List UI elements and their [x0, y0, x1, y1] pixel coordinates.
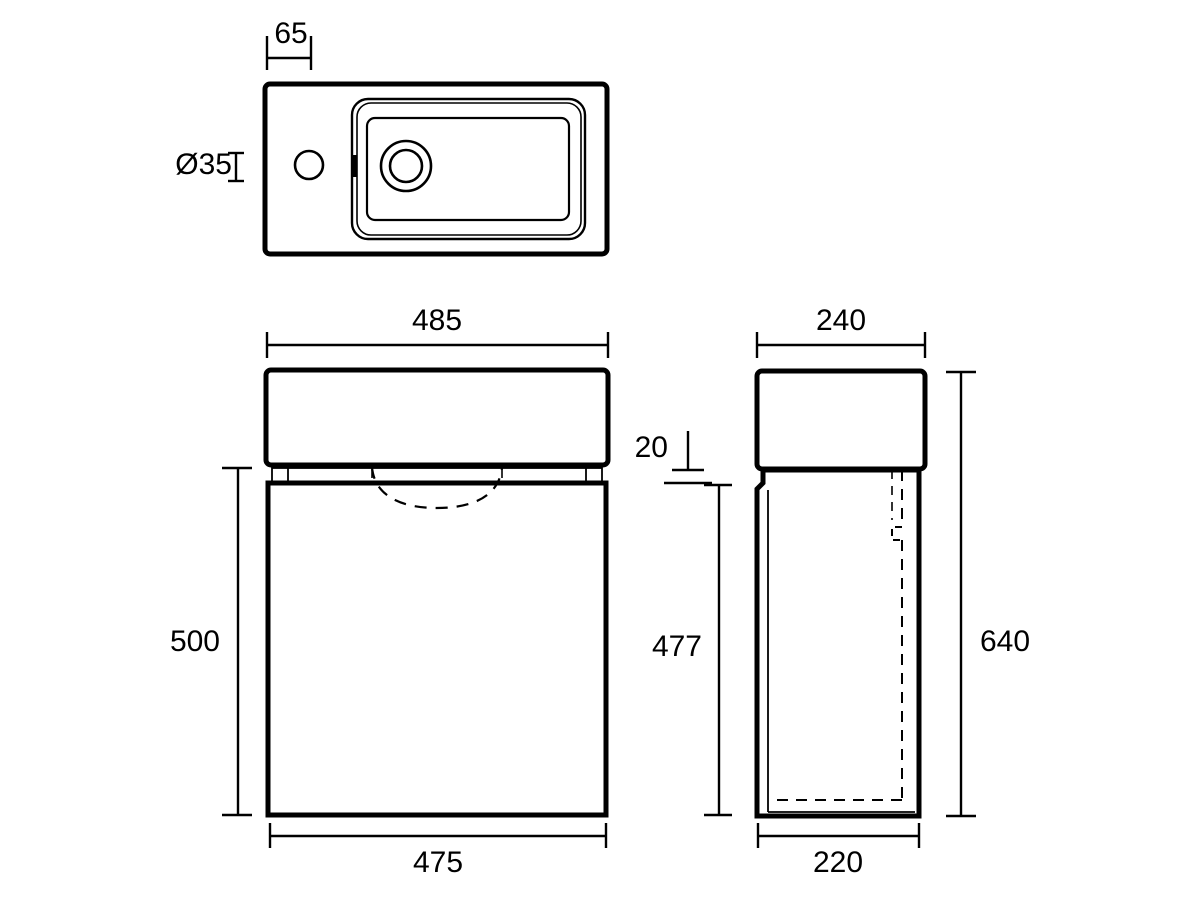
dim-diameter-35-label: Ø35: [175, 148, 232, 181]
dim-240-group: 240: [755, 304, 927, 358]
dim-65-group: 65: [265, 17, 313, 70]
dim-640-label: 640: [980, 625, 1030, 658]
front-hidden-bowl-arc: [370, 466, 504, 510]
plan-waste-inner-ring: [388, 148, 424, 184]
dim-220-label: 220: [813, 846, 863, 879]
plan-overflow-slot: [351, 155, 357, 177]
dim-477-group: 477: [652, 483, 732, 817]
side-elevation-group: 240 20: [635, 304, 1030, 879]
side-basin-top: [754, 368, 928, 472]
dim-485-label: 485: [412, 304, 462, 337]
front-basin-top: [263, 367, 611, 468]
dim-20-group: 20: [635, 431, 712, 485]
dim-500-label: 500: [170, 625, 220, 658]
dim-20-label: 20: [635, 431, 668, 464]
front-cabinet-body: [265, 480, 609, 818]
dim-500-group: 500: [170, 466, 252, 817]
front-elevation-group: 485 500: [170, 304, 611, 879]
dim-477-label: 477: [652, 630, 702, 663]
side-cabinet-body: [754, 467, 922, 819]
side-mounting-notch: [755, 470, 766, 490]
dim-240-label: 240: [816, 304, 866, 337]
dim-diameter-35-group: Ø35: [175, 148, 244, 183]
side-hidden-hinge-detail: [891, 526, 902, 541]
plan-tap-hole: [293, 149, 325, 181]
dim-475-group: 475: [268, 823, 608, 879]
dim-220-group: 220: [756, 823, 921, 879]
dim-65-label: 65: [274, 17, 307, 50]
dim-475-label: 475: [413, 846, 463, 879]
plan-view-group: 65 Ø35: [175, 17, 610, 257]
dim-485-group: 485: [265, 304, 610, 358]
dim-640-group: 640: [946, 370, 1030, 818]
